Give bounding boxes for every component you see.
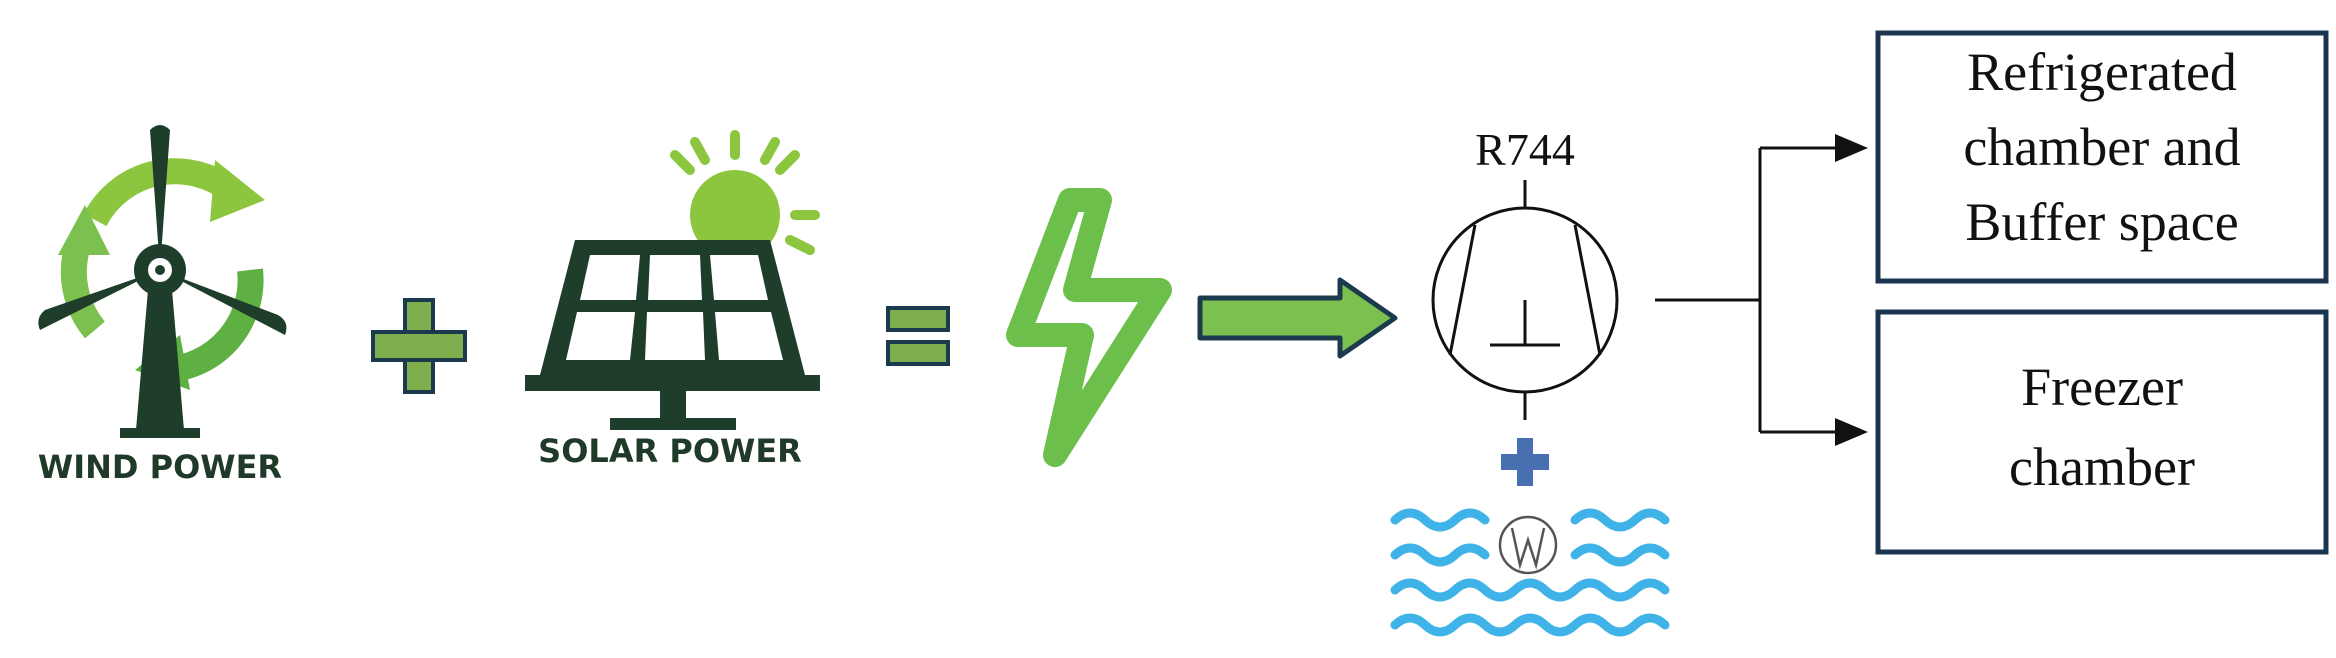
lightning-bolt-icon xyxy=(1006,188,1172,467)
box-top-line-1: Refrigerated xyxy=(1967,42,2237,102)
box-bottom-line-2: chamber xyxy=(2009,437,2195,497)
green-flow-arrow xyxy=(1197,277,1398,359)
box-bottom-line-1: Freezer xyxy=(2021,357,2183,417)
arrow-head-top xyxy=(1835,134,1868,162)
refrigerant-label: R744 xyxy=(1475,124,1575,175)
plus-sign-pump xyxy=(1501,438,1549,486)
box-top-line-3: Buffer space xyxy=(1965,192,2238,252)
wind-turbine-icon xyxy=(38,125,287,438)
refrigerated-chamber-box xyxy=(1875,30,2329,284)
freezer-chamber-box xyxy=(1875,309,2329,555)
water-waves-icon xyxy=(1390,508,1670,637)
water-pump-icon xyxy=(1498,515,1558,575)
compressor-icon xyxy=(1431,180,1619,420)
arrow-head-bottom xyxy=(1835,418,1868,446)
equals-sign xyxy=(886,306,950,366)
solar-panel-icon xyxy=(525,130,820,430)
solar-power-label: SOLAR POWER xyxy=(538,432,802,470)
branch-connector xyxy=(1655,146,1835,434)
box-top-line-2: chamber and xyxy=(1963,117,2240,177)
plus-sign-1 xyxy=(371,298,467,394)
wind-power-label: WIND POWER xyxy=(38,448,282,486)
